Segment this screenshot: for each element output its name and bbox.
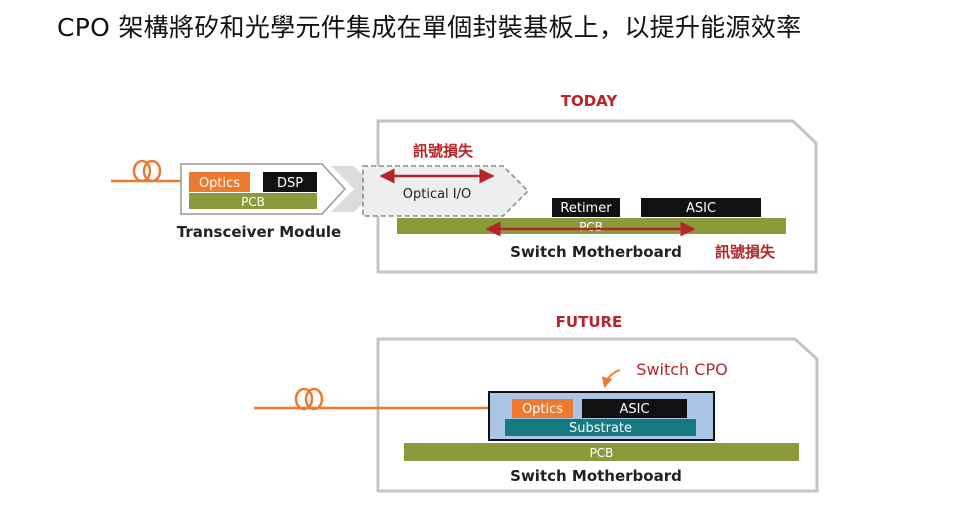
substrate [505, 419, 696, 436]
future-optics-label: Optics [522, 402, 563, 417]
today-heading: TODAY [561, 92, 619, 110]
optical-io-label: Optical I/O [403, 187, 472, 202]
today-asic-chip [641, 198, 761, 217]
dsp-chip [263, 172, 317, 192]
future-heading: FUTURE [556, 313, 623, 331]
future-fiber-coil-icon [254, 387, 515, 411]
today-board-label: Switch Motherboard [510, 243, 682, 261]
switch-cpo-label: Switch CPO [636, 360, 727, 379]
transceiver-module-caption: Transceiver Module [177, 223, 341, 241]
retimer-chip [552, 198, 620, 217]
today-optics-chip [189, 172, 250, 192]
substrate-label: Substrate [569, 421, 632, 436]
signal-loss-right-label: 訊號損失 [715, 243, 776, 261]
future-asic-chip [582, 399, 687, 418]
switch-cpo-pointer-icon [601, 369, 621, 389]
page-title: CPO 架構將矽和光學元件集成在單個封裝基板上，以提升能源效率 [57, 13, 802, 42]
today-asic-label: ASIC [686, 201, 716, 216]
today-optics-label: Optics [199, 176, 240, 191]
future-asic-label: ASIC [619, 402, 649, 417]
retimer-label: Retimer [560, 201, 612, 216]
future-pcb [404, 443, 799, 461]
signal-loss-top-label: 訊號損失 [413, 142, 474, 160]
today-pcb-label: PCB [579, 220, 603, 234]
future-optics-chip [512, 399, 573, 418]
dsp-label: DSP [277, 176, 303, 191]
module-pcb [189, 193, 317, 209]
future-pcb-label: PCB [590, 446, 614, 460]
module-pcb-label: PCB [241, 195, 265, 209]
today-fiber-coil-icon [111, 159, 187, 183]
future-board-label: Switch Motherboard [510, 467, 682, 485]
